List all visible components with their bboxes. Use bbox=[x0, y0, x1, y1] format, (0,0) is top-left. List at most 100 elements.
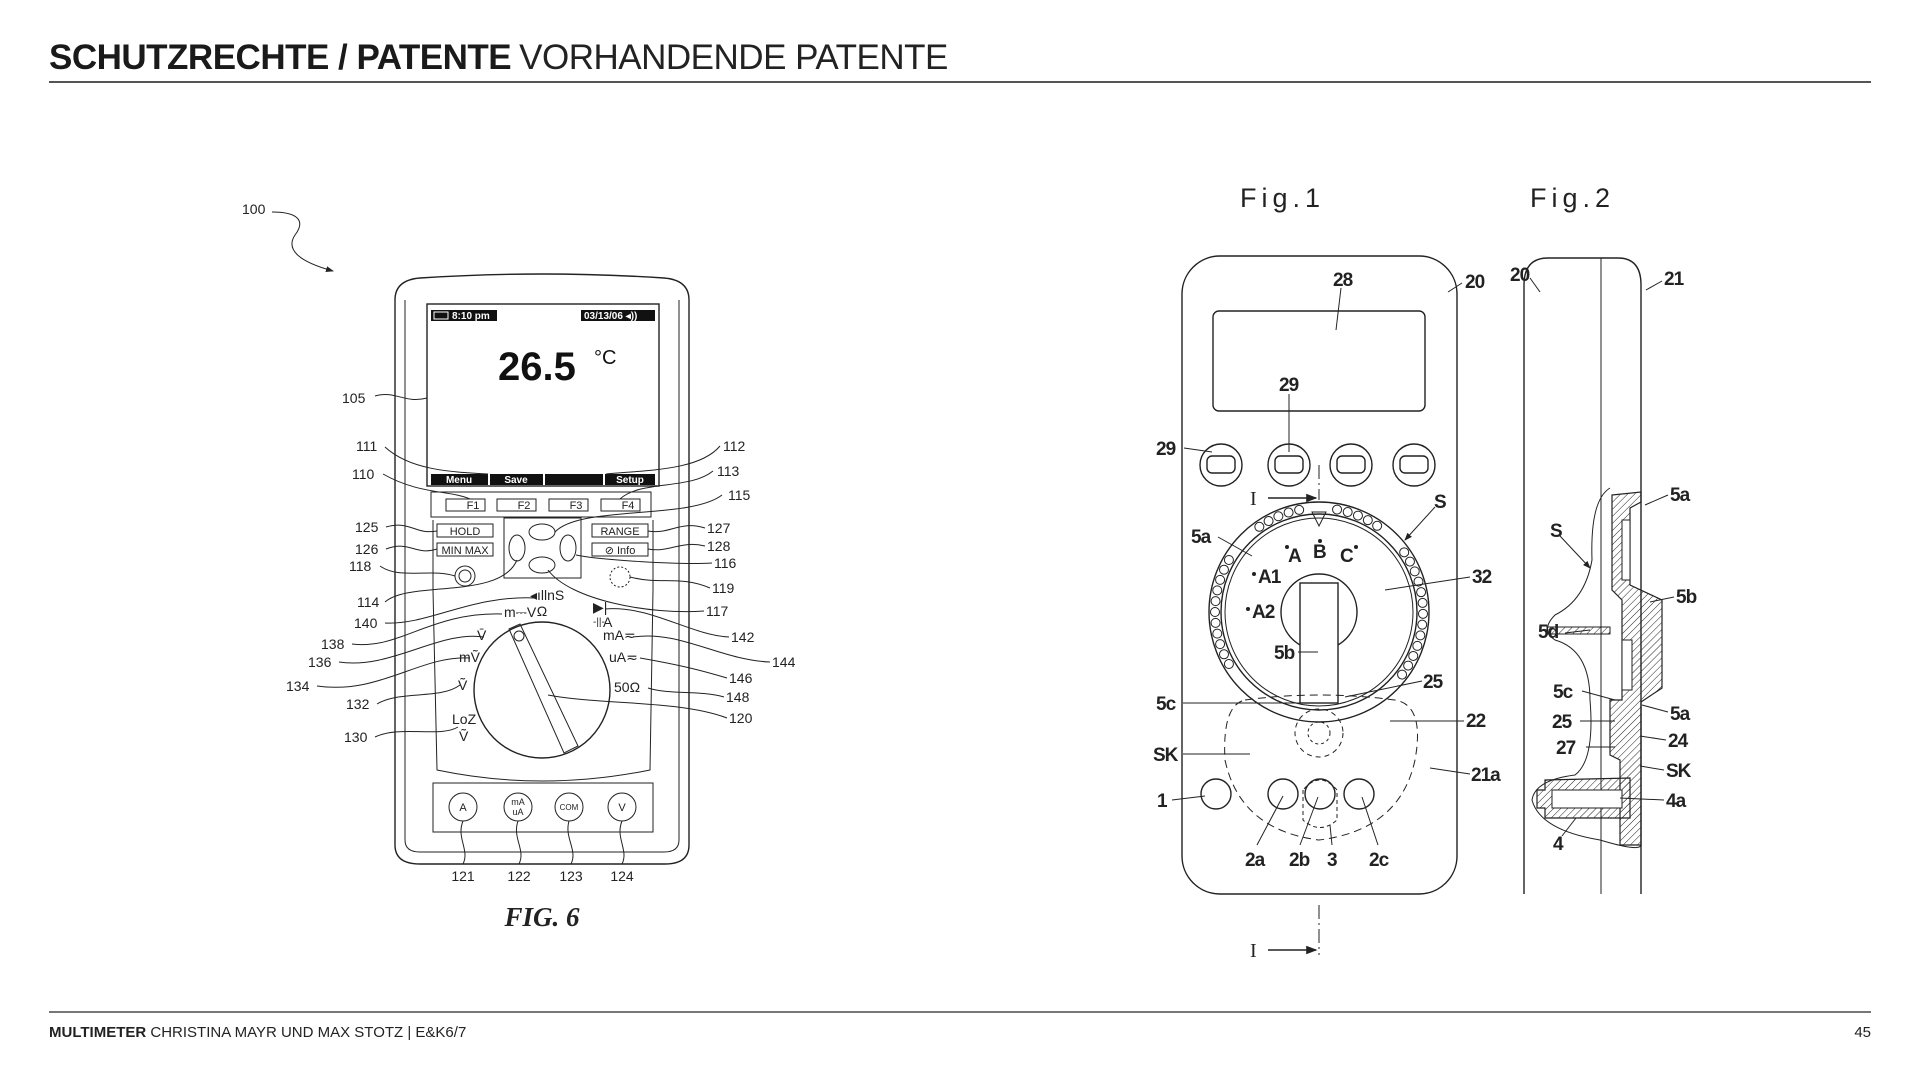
right-arrow-icon bbox=[559, 534, 577, 562]
fig6-caption: FIG. 6 bbox=[503, 902, 580, 932]
dial-label-ns: ◂ıllnS bbox=[530, 587, 564, 603]
ref-label: 148 bbox=[726, 689, 750, 705]
ref-label: 32 bbox=[1472, 567, 1492, 588]
position-c: C bbox=[1340, 546, 1354, 567]
ref-label: 5d bbox=[1538, 622, 1559, 643]
ref-label: 142 bbox=[731, 629, 755, 645]
ref-label: 20 bbox=[1465, 272, 1485, 293]
footer-text: MULTIMETER CHRISTINA MAYR UND MAX STOTZ … bbox=[49, 1024, 466, 1041]
dial-label-a: A bbox=[603, 614, 613, 630]
ref-label: S bbox=[1550, 521, 1562, 542]
ref-label: 25 bbox=[1423, 672, 1444, 693]
dial-detent bbox=[1215, 639, 1226, 650]
ref-label: 123 bbox=[559, 868, 583, 884]
header-divider bbox=[49, 81, 1871, 83]
ref-label: 3 bbox=[1327, 850, 1337, 871]
fig1-jack-2a bbox=[1267, 778, 1299, 810]
f1-button bbox=[445, 498, 486, 512]
hold-label: HOLD bbox=[450, 526, 481, 538]
ref-label: 5b bbox=[1676, 587, 1697, 608]
fig2-housing bbox=[1523, 257, 1642, 894]
ref-label: 118 bbox=[349, 558, 372, 574]
ref-label: 4a bbox=[1666, 791, 1687, 812]
fig1-hidden-shutter bbox=[1302, 779, 1338, 828]
ref-label: 110 bbox=[352, 466, 375, 482]
ref-label: 1 bbox=[1157, 791, 1168, 812]
f3-button bbox=[548, 498, 589, 512]
jack-label: V bbox=[618, 802, 626, 814]
softkey-blank bbox=[545, 474, 603, 485]
softkey-label: Save bbox=[504, 475, 528, 486]
nav-pad bbox=[503, 517, 582, 579]
dial-label-loz: LoZ bbox=[452, 711, 477, 727]
fig1-title: Fig.1 bbox=[1240, 183, 1325, 213]
dial-detent bbox=[1403, 660, 1414, 671]
dial-detent bbox=[1412, 640, 1423, 651]
fig1-jack-2b bbox=[1304, 778, 1336, 810]
ref-label: 27 bbox=[1556, 738, 1576, 759]
dial-detent bbox=[1404, 556, 1415, 567]
dial-detent bbox=[1223, 659, 1234, 669]
fig2-flange-5d bbox=[1546, 626, 1611, 635]
ref-label: 127 bbox=[707, 520, 731, 536]
ref-label: 28 bbox=[1333, 270, 1353, 291]
ref-label: 144 bbox=[772, 654, 796, 670]
ref-label: 119 bbox=[712, 580, 735, 596]
dial-detent bbox=[1263, 516, 1274, 527]
dial-detent bbox=[1417, 597, 1428, 608]
ref-label: 100 bbox=[242, 201, 266, 217]
ref-label: 128 bbox=[707, 538, 731, 554]
ref-label: 5c bbox=[1156, 694, 1177, 715]
power-icon-inner bbox=[458, 569, 472, 583]
device-body-inner bbox=[404, 300, 680, 853]
fig6-leader-lines bbox=[271, 211, 771, 865]
fkey-label: F4 bbox=[622, 500, 635, 512]
ref-label: 5a bbox=[1670, 485, 1691, 506]
dial-label-50ohm: 50Ω bbox=[614, 679, 640, 695]
jack-label: uA bbox=[512, 807, 523, 817]
fig2-drawing: Fig.2 20 21 5a S 5b 5d 5c 5a 25 24 27 SK… bbox=[1510, 183, 1698, 894]
dial-label-vac: Ṽ bbox=[458, 677, 468, 693]
footer-project: MULTIMETER bbox=[49, 1024, 147, 1041]
dial-detent bbox=[1223, 555, 1234, 565]
ref-label: 24 bbox=[1668, 731, 1689, 752]
ref-label: 120 bbox=[729, 710, 753, 726]
dial-detent bbox=[1210, 617, 1221, 628]
dial-detent bbox=[1254, 521, 1265, 532]
dial-label-ua: uA≂ bbox=[609, 649, 638, 665]
ref-label: 29 bbox=[1279, 375, 1299, 396]
footer-authors: CHRISTINA MAYR UND MAX STOTZ | E&K6/7 bbox=[150, 1024, 467, 1041]
ref-label: 21a bbox=[1471, 765, 1501, 786]
ref-label: 105 bbox=[342, 390, 366, 406]
dial-label-loz-v: Ṽ bbox=[459, 728, 469, 744]
softkey-save bbox=[490, 474, 543, 485]
softkey-label: Menu bbox=[446, 475, 472, 486]
fig1-dial-detents bbox=[1210, 504, 1428, 680]
fig1-leader-lines bbox=[1171, 282, 1471, 846]
ref-label: 5b bbox=[1274, 643, 1295, 664]
ref-label: 5a bbox=[1670, 704, 1691, 725]
ref-label: 4 bbox=[1553, 834, 1564, 855]
ref-label: 112 bbox=[723, 438, 746, 454]
dial-detent bbox=[1362, 515, 1373, 526]
fig1-housing bbox=[1181, 255, 1458, 895]
dial-detent bbox=[1408, 650, 1419, 661]
ref-label: 115 bbox=[728, 487, 751, 503]
fig1-drawing: Fig.1 I I A B C A1 A2 bbox=[1153, 183, 1502, 962]
position-a: A bbox=[1288, 546, 1302, 567]
ref-label: 117 bbox=[706, 603, 729, 619]
dial-detent bbox=[1397, 669, 1408, 680]
ref-label: 126 bbox=[355, 541, 379, 557]
ref-label: 132 bbox=[346, 696, 370, 712]
fig1-hidden-contact bbox=[1224, 694, 1418, 841]
display-screen bbox=[426, 303, 660, 487]
ref-label: 140 bbox=[354, 615, 378, 631]
ref-label: 124 bbox=[610, 868, 634, 884]
fig1-display bbox=[1212, 310, 1426, 412]
fig1-dial-marker-icon bbox=[1311, 511, 1327, 528]
softkey-menu bbox=[431, 474, 488, 485]
fig2-jack-pin-4a bbox=[1551, 789, 1623, 809]
fig1-dial-face bbox=[1224, 517, 1414, 707]
position-b: B bbox=[1313, 542, 1326, 563]
fig1-jack-2c bbox=[1343, 778, 1375, 810]
